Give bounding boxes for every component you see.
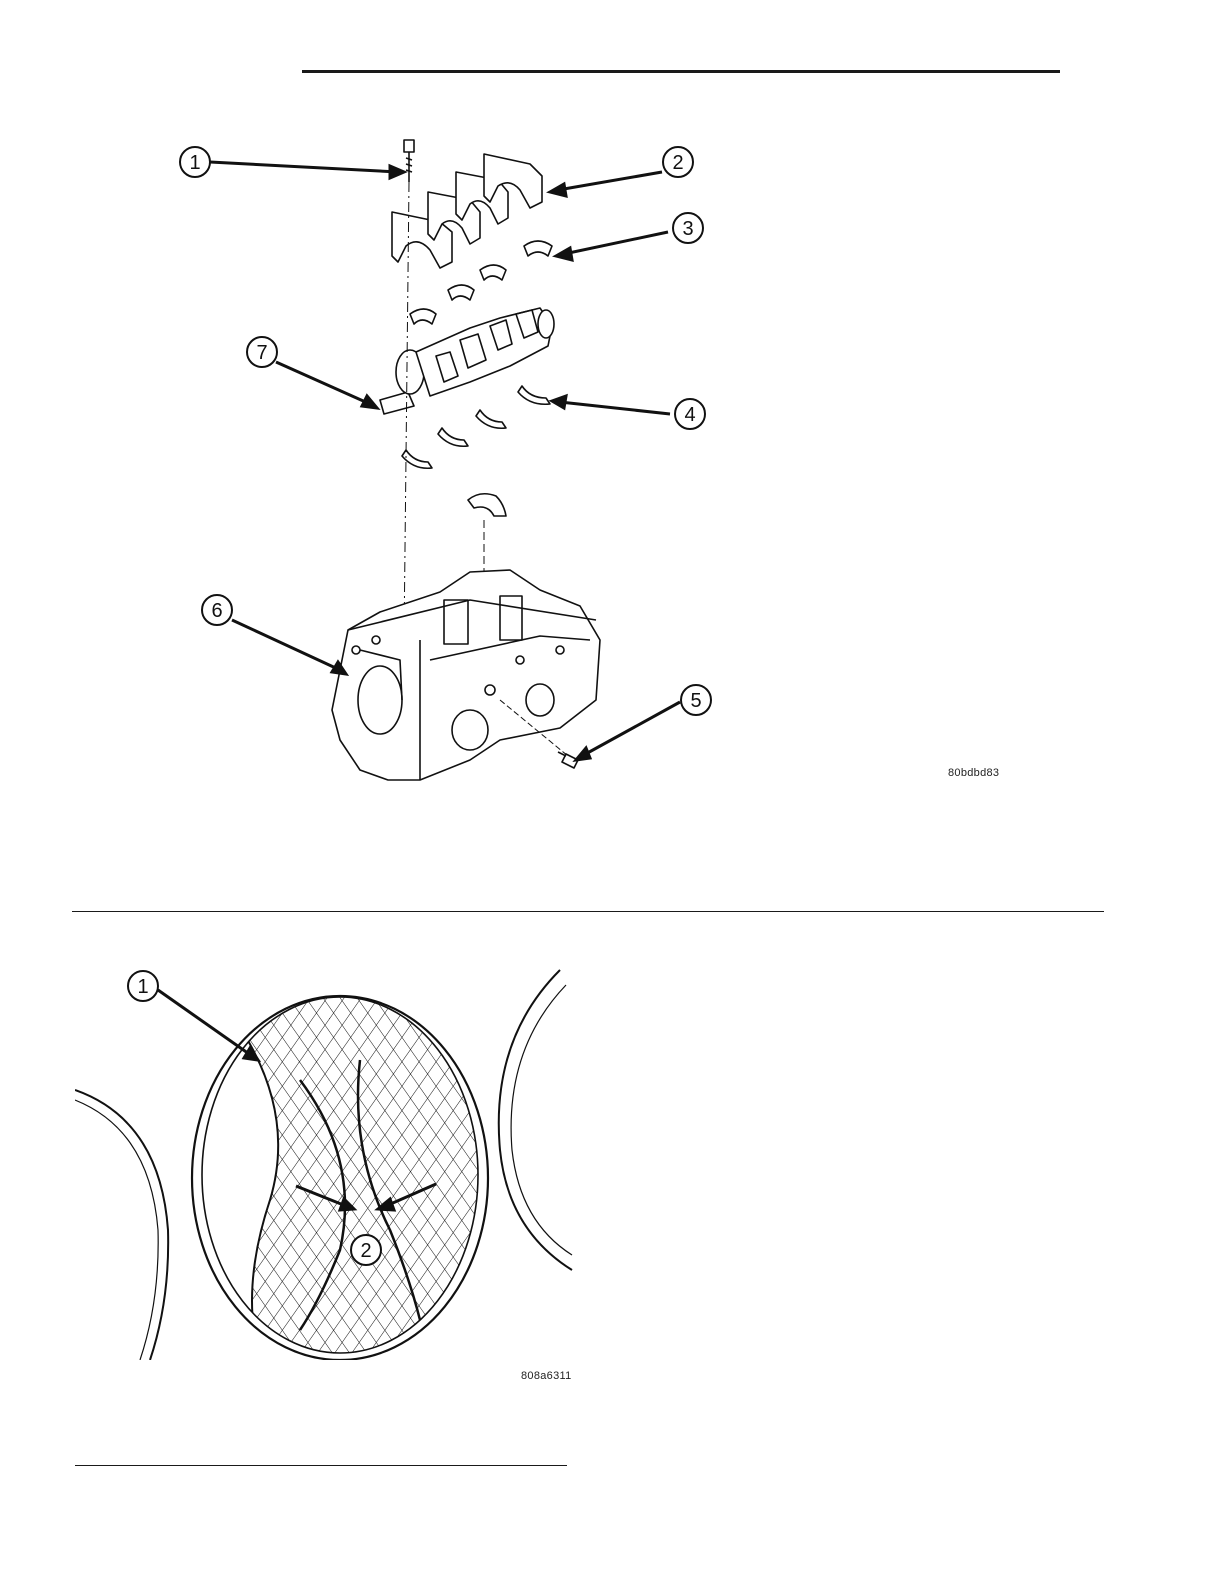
callout-5-label: 5 xyxy=(690,690,701,712)
fig2-callout-2-label: 2 xyxy=(360,1240,371,1262)
crankshaft-exploded-figure: 1 2 3 4 5 6 7 xyxy=(150,120,750,800)
callout-6-label: 6 xyxy=(211,600,222,622)
lower-bearing-shells-drawing xyxy=(402,386,550,516)
section-divider-rule xyxy=(72,911,1104,912)
crankshaft-exploded-drawing: 1 2 3 4 5 6 7 xyxy=(150,120,750,800)
fig2-callout-1-label: 1 xyxy=(137,976,148,998)
callout-3-label: 3 xyxy=(682,218,693,240)
callout-7-label: 7 xyxy=(256,342,267,364)
callout-4-label: 4 xyxy=(684,404,695,426)
callout-1-label: 1 xyxy=(189,152,200,174)
figure1-code: 80bdbd83 xyxy=(948,767,999,779)
callout-2-label: 2 xyxy=(672,152,683,174)
bottom-rule xyxy=(75,1465,567,1466)
figure2-code: 808a6311 xyxy=(521,1370,572,1382)
cylinder-crosshatch-figure: 1 2 xyxy=(75,965,575,1360)
cap-bolt-drawing xyxy=(404,140,414,182)
crosshatch-drawing: 1 2 xyxy=(75,965,575,1360)
header-rule xyxy=(302,70,1060,73)
engine-block-drawing xyxy=(332,570,600,780)
bearing-caps-drawing xyxy=(392,154,542,268)
